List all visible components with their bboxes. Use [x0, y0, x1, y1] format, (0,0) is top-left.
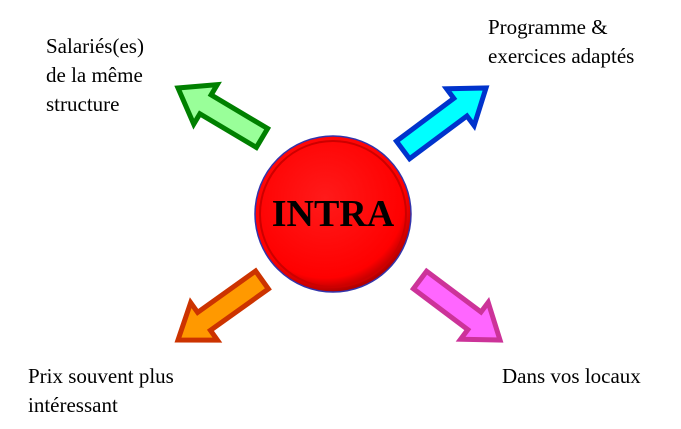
- label-line: Programme &: [488, 15, 608, 39]
- label-line: Prix souvent plus: [28, 364, 174, 388]
- label-bottom-right: Dans vos locaux: [502, 362, 641, 391]
- label-top-right: Programme & exercices adaptés: [488, 13, 634, 71]
- arrow-top-left-icon: [174, 81, 272, 151]
- label-bottom-left: Prix souvent plus intéressant: [28, 362, 174, 420]
- arrow-bottom-right-icon: [409, 267, 504, 343]
- arrow-top-right-icon: [392, 85, 490, 163]
- label-line: Salariés(es): [46, 34, 144, 58]
- label-line: Dans vos locaux: [502, 364, 641, 388]
- label-line: de la même: [46, 63, 143, 87]
- label-top-left: Salariés(es) de la même structure: [46, 32, 144, 119]
- arrow-bottom-left-icon: [174, 267, 272, 343]
- center-circle: [254, 135, 412, 293]
- label-line: exercices adaptés: [488, 44, 635, 68]
- label-line: intéressant: [28, 393, 118, 417]
- center-circle-rim: [259, 140, 407, 288]
- center-label: INTRA: [271, 193, 395, 235]
- label-line: structure: [46, 92, 120, 116]
